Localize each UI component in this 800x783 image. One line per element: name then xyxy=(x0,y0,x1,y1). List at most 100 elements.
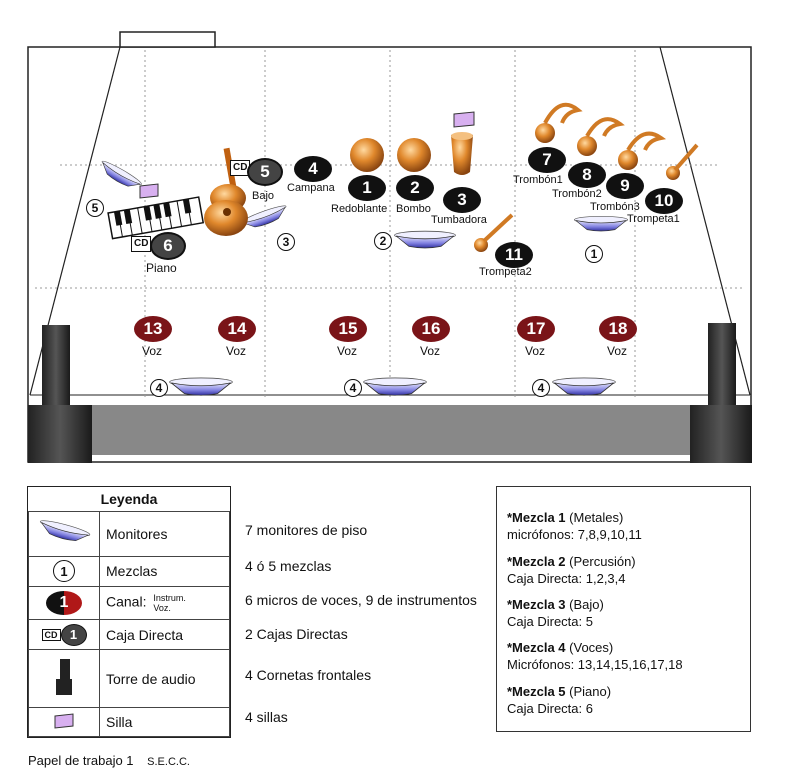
mix-subtitle: (Piano) xyxy=(569,684,612,699)
channel-badge-3: 3 xyxy=(443,187,481,213)
direct-box-tag: CD xyxy=(131,236,152,252)
channel-label-5: Bajo xyxy=(252,190,275,202)
chair-icon xyxy=(139,183,159,199)
channel-label-9: Trombón3 xyxy=(590,201,640,213)
chair-icon xyxy=(54,712,74,729)
mixes-box: *Mezcla 1 (Metales) micrófonos: 7,8,9,10… xyxy=(496,486,751,732)
channel-badge-10: 10 xyxy=(645,188,683,214)
speaker-tower-icon xyxy=(56,659,72,696)
mix-title: *Mezcla 5 xyxy=(507,684,566,699)
monitor-icon xyxy=(96,158,144,194)
speaker-tower-right xyxy=(690,323,752,463)
channel-label-3: Tumbadora xyxy=(431,214,487,226)
voice-label: Voz xyxy=(226,344,247,358)
mix-title: *Mezcla 3 xyxy=(507,597,566,612)
voice-badge-14: 14 xyxy=(218,316,256,342)
mix-title: *Mezcla 2 xyxy=(507,554,566,569)
bass-guitar-icon xyxy=(204,147,248,236)
channel-label-4: Campana xyxy=(287,182,335,194)
footer-title: Papel de trabajo 1 xyxy=(28,753,134,768)
bass-drum-icon xyxy=(397,138,431,172)
legend-row-channel: 1 Canal: Instrum. Voz. xyxy=(28,585,230,620)
mix-entry-4: *Mezcla 4 (Voces) Micrófonos: 13,14,15,1… xyxy=(507,639,683,673)
channel-label-6: Piano xyxy=(146,261,177,275)
direct-box-tag: CD xyxy=(41,629,61,642)
monitor-icon xyxy=(36,518,92,547)
mix-title: *Mezcla 4 xyxy=(507,640,566,655)
legend-desc-channel: 6 micros de voces, 9 de instrumentos xyxy=(245,592,477,608)
legend-desc-direct-box: 2 Cajas Directas xyxy=(245,626,348,642)
channel-badge-4: 4 xyxy=(294,156,332,182)
legend-label: Canal: xyxy=(106,593,147,610)
mix-subtitle: (Percusión) xyxy=(569,554,636,569)
legend-label: Monitores xyxy=(99,511,230,557)
mix-icon: 1 xyxy=(53,560,75,583)
chair-icon xyxy=(453,111,475,128)
legend-row-monitors: Monitores xyxy=(28,511,230,557)
legend-desc-chair: 4 sillas xyxy=(245,709,288,725)
legend-desc-mixes: 4 ó 5 mezclas xyxy=(245,558,332,574)
voice-label: Voz xyxy=(420,344,441,358)
mix-entry-1: *Mezcla 1 (Metales) micrófonos: 7,8,9,10… xyxy=(507,509,642,543)
trombone-icon xyxy=(577,117,625,156)
channel-label-11: Trompeta2 xyxy=(479,266,532,278)
mix-detail: Caja Directa: 1,2,3,4 xyxy=(507,571,626,586)
monitor-icon xyxy=(394,230,456,249)
channel-badge-5: 5 xyxy=(247,158,283,186)
legend-desc-speaker-tower: 4 Cornetas frontales xyxy=(245,667,372,683)
direct-box-6: CD xyxy=(131,236,152,252)
trombone-icon xyxy=(535,102,583,143)
footer-author: S.E.C.C. xyxy=(147,756,190,768)
mix-subtitle: (Bajo) xyxy=(569,597,604,612)
channel-label-8: Trombón2 xyxy=(552,188,602,200)
voice-label: Voz xyxy=(607,344,628,358)
voice-label: Voz xyxy=(337,344,358,358)
mix-subtitle: (Voces) xyxy=(569,640,614,655)
voice-badge-15: 15 xyxy=(329,316,367,342)
mix-marker-5: 5 xyxy=(86,199,104,217)
stage-grid xyxy=(35,50,745,400)
channel-badge-1: 1 xyxy=(348,175,386,201)
mix-entry-3: *Mezcla 3 (Bajo) Caja Directa: 5 xyxy=(507,596,604,630)
legend-box: Leyenda Monitores 1 Mezclas 1 Canal: Ins… xyxy=(27,486,231,738)
monitor-icon xyxy=(573,215,629,232)
direct-box-icon: 1 xyxy=(60,623,87,646)
legend-row-chair: Silla xyxy=(28,707,230,737)
monitor-icon xyxy=(363,377,427,396)
mix-entry-2: *Mezcla 2 (Percusión) Caja Directa: 1,2,… xyxy=(507,553,636,587)
trumpet-icon xyxy=(666,143,699,180)
voice-badge-18: 18 xyxy=(599,316,637,342)
conga-icon xyxy=(451,132,473,175)
mix-subtitle: (Metales) xyxy=(569,510,624,525)
channel-badge-8: 8 xyxy=(568,162,606,188)
mix-marker-4: 4 xyxy=(532,379,550,397)
snare-drum-icon xyxy=(350,138,384,172)
channel-badge-6: 6 xyxy=(150,232,186,260)
trumpet-icon xyxy=(474,213,514,252)
mix-marker-3: 3 xyxy=(277,233,295,251)
mix-marker-4: 4 xyxy=(150,379,168,397)
channel-badge-2: 2 xyxy=(396,175,434,201)
footer: Papel de trabajo 1 S.E.C.C. xyxy=(28,753,190,768)
voice-label: Voz xyxy=(142,344,163,358)
mix-detail: micrófonos: 7,8,9,10,11 xyxy=(507,527,642,542)
channel-badge-7: 7 xyxy=(528,147,566,173)
voice-label: Voz xyxy=(525,344,546,358)
voice-badge-13: 13 xyxy=(134,316,172,342)
channel-label-1: Redoblante xyxy=(331,203,388,215)
legend-label: Caja Directa xyxy=(99,618,230,651)
channel-badge-11: 11 xyxy=(495,242,533,268)
legend-row-speaker-tower: Torre de audio xyxy=(28,649,230,709)
mix-marker-2: 2 xyxy=(374,232,392,250)
speaker-tower-left xyxy=(28,325,92,463)
legend-row-mixes: 1 Mezclas xyxy=(28,555,230,587)
mix-marker-4: 4 xyxy=(344,379,362,397)
mix-detail: Caja Directa: 5 xyxy=(507,614,593,629)
stage-front-edge xyxy=(90,405,700,455)
trombone-icon xyxy=(618,131,667,170)
mix-entry-5: *Mezcla 5 (Piano) Caja Directa: 6 xyxy=(507,683,611,717)
piano-keyboard-icon xyxy=(107,196,205,240)
legend-label: Mezclas xyxy=(99,555,230,587)
